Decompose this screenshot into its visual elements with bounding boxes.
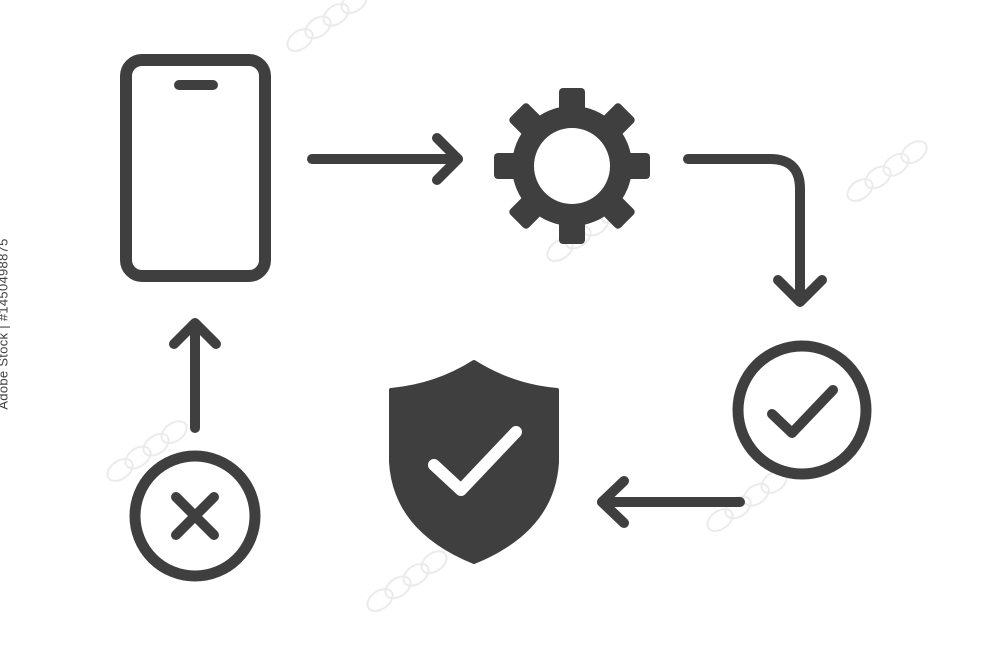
- watermark-mark: [106, 420, 188, 482]
- smartphone-icon: [120, 54, 271, 282]
- diagram-icons: [120, 54, 872, 582]
- arrow-left-icon: [597, 476, 745, 528]
- shield-check-icon: [389, 360, 559, 564]
- gear-icon: [494, 88, 650, 244]
- arrow-curve-down-icon: [683, 154, 827, 307]
- check-circle-icon: [732, 340, 872, 480]
- x-circle-icon: [129, 450, 261, 582]
- watermark-mark: [286, 0, 368, 52]
- arrow-right-icon: [307, 133, 463, 185]
- arrow-up-icon: [169, 318, 221, 433]
- stock-credit-text: Adobe Stock | #1450498875: [0, 238, 11, 410]
- watermark-mark: [846, 140, 928, 202]
- watermark-mark: [366, 550, 448, 612]
